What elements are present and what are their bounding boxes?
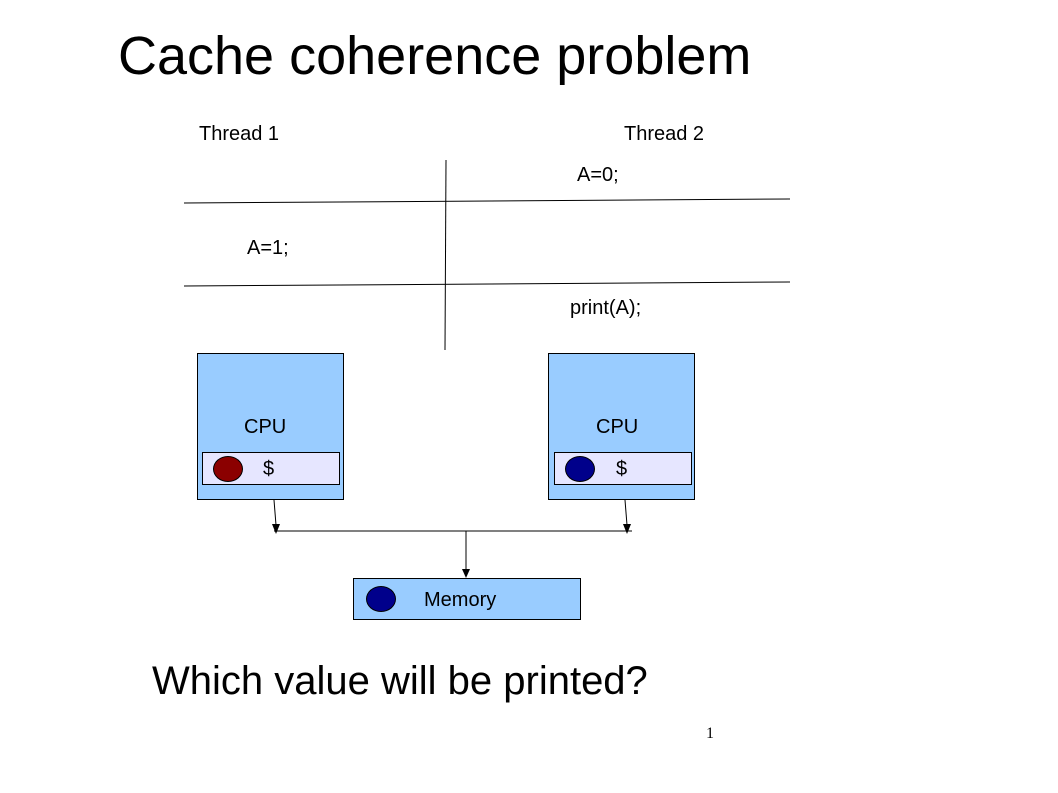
cpu1-connector — [273, 499, 277, 526]
thread-2-statement-1: A=0; — [577, 164, 619, 186]
thread-1-statement-1: A=1; — [247, 237, 289, 259]
cpu2-arrowhead — [623, 524, 631, 534]
memory-arrowhead — [462, 569, 470, 578]
cpu-1-label: CPU — [244, 416, 287, 438]
memory-label: Memory — [424, 589, 497, 611]
cpu-2-cache: $ — [554, 452, 692, 485]
memory-value-dot — [366, 586, 396, 612]
slide-question: Which value will be printed? — [152, 659, 648, 703]
memory-box: Memory — [353, 578, 581, 620]
timeline-row-separator-1 — [183, 198, 791, 204]
cpu1-arrowhead — [272, 524, 280, 534]
cpu-1-box: CPU $ — [197, 353, 344, 500]
cpu-2-cache-value-dot — [565, 456, 595, 482]
timeline-row-separator-2 — [183, 281, 791, 287]
cpu-2-label: CPU — [596, 416, 639, 438]
timeline-divider — [444, 159, 447, 351]
cpu-2-cache-label: $ — [616, 458, 628, 480]
cpu-1-cache: $ — [202, 452, 340, 485]
cpu-2-box: CPU $ — [548, 353, 695, 500]
cpu-1-cache-label: $ — [263, 458, 275, 480]
thread-2-header: Thread 2 — [624, 123, 705, 145]
cpu2-connector — [624, 499, 628, 526]
thread-1-header: Thread 1 — [199, 123, 280, 145]
slide-title: Cache coherence problem — [118, 26, 752, 86]
page-number: 1 — [706, 725, 714, 742]
cpu-1-cache-value-dot — [213, 456, 243, 482]
thread-2-statement-2: print(A); — [570, 297, 642, 319]
